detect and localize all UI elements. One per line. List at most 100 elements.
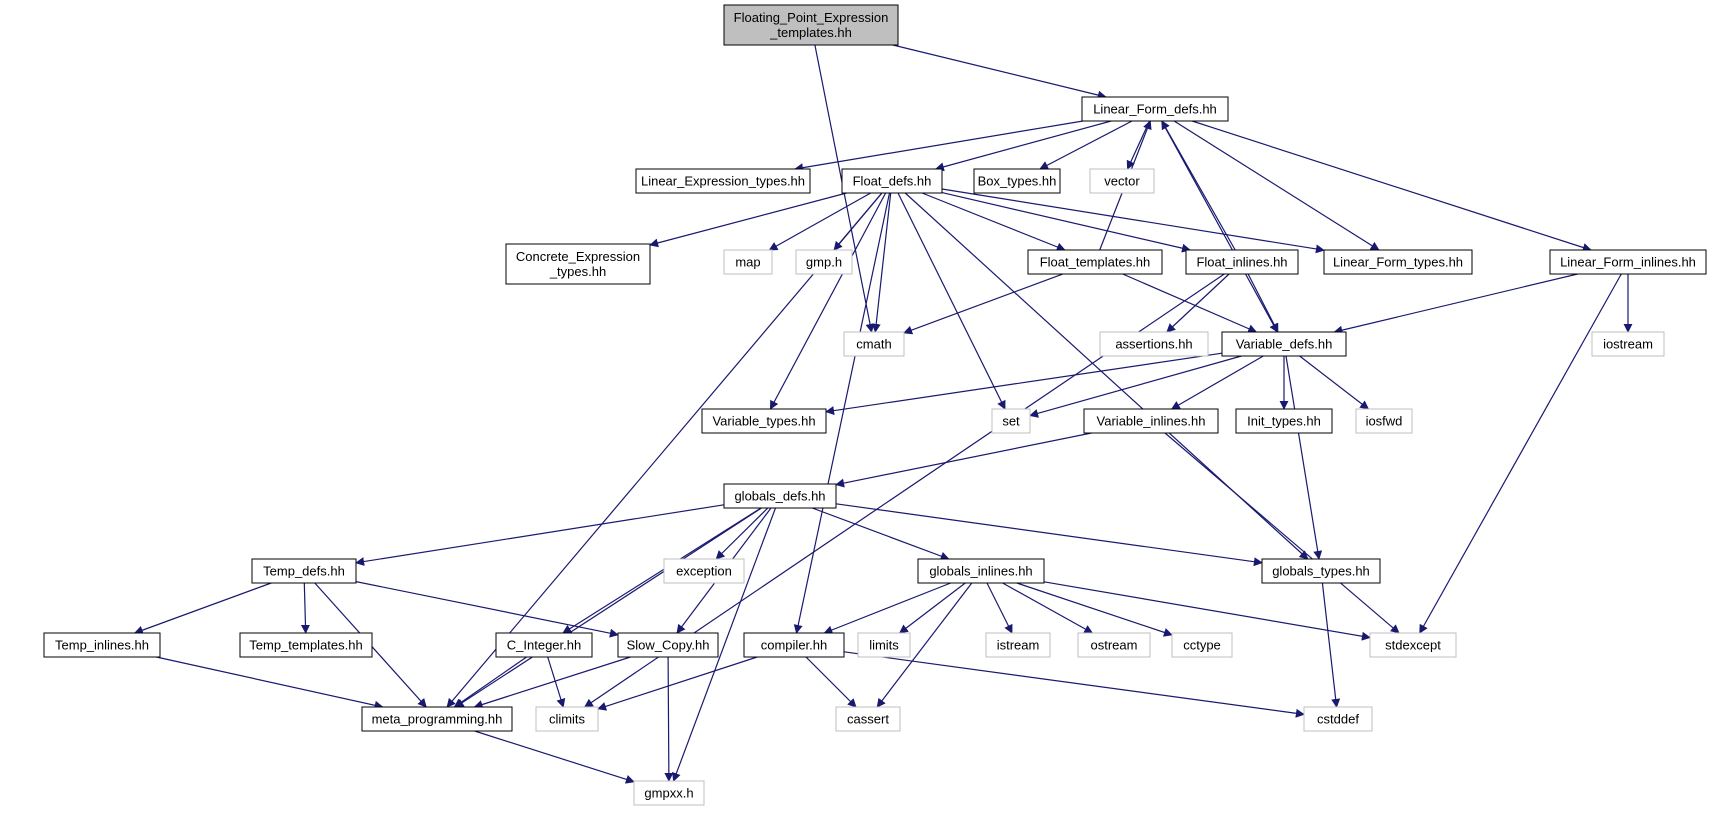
node-bt[interactable]: Box_types.hh [973,168,1061,194]
node-let[interactable]: Linear_Expression_types.hh [635,168,811,194]
node-set: set [991,408,1031,434]
node-it[interactable]: Init_types.hh [1235,408,1333,434]
node-box [495,632,593,658]
node-iosfwd: iosfwd [1355,408,1413,434]
node-cmath: cmath [843,331,905,357]
node-ci[interactable]: C_Integer.hh [495,632,593,658]
node-gmpxx: gmpxx.h [633,780,705,806]
node-ttpl[interactable]: Temp_templates.hh [239,632,373,658]
edge-gi-to-ost [1002,582,1094,634]
node-label: iostream [1603,337,1653,352]
edge-fpet-to-lfd [892,44,1107,100]
edge-fd-to-fi [941,192,1191,253]
edge-lfd-to-vec [1126,120,1151,170]
edges [133,44,1633,784]
node-gt[interactable]: globals_types.hh [1261,558,1381,584]
edge-fd-to-cet [649,192,847,248]
node-gd[interactable]: globals_defs.hh [723,483,837,509]
node-box [239,632,373,658]
node-vd[interactable]: Variable_defs.hh [1221,331,1347,357]
node-gi[interactable]: globals_inlines.hh [917,558,1045,584]
node-clim: climits [535,706,599,732]
node-fd[interactable]: Float_defs.hh [841,168,943,194]
edge-ci-to-mp [453,656,527,708]
node-box [1323,249,1473,275]
node-box [857,632,911,658]
edge-vi-to-gd [835,432,1092,488]
node-box [617,632,719,658]
node-tinl[interactable]: Temp_inlines.hh [43,632,161,658]
edge-gi-to-cct [1016,582,1173,637]
node-label: meta_programming.hh [372,712,503,727]
node-td[interactable]: Temp_defs.hh [251,558,357,584]
edge-gd-to-exc [715,507,769,560]
edge-lfd-to-fd [934,120,1112,172]
node-mp[interactable]: meta_programming.hh [361,706,513,732]
edge-gd-to-gmpxx [672,507,777,782]
node-box [723,249,773,275]
node-box [743,632,845,658]
node-label: Concrete_Expression [516,249,640,264]
edge-lfd-to-bt [1039,120,1133,170]
node-ost: ostream [1077,632,1151,658]
node-cet[interactable]: Concrete_Expression_types.hh [505,243,651,285]
node-iostr: iostream [1591,331,1665,357]
edge-fi-to-vd [1247,273,1279,333]
edge-td-to-sc [355,581,619,638]
node-lft[interactable]: Linear_Form_types.hh [1323,249,1473,275]
edge-lfi-to-stdx [1419,273,1622,634]
node-lfi[interactable]: Linear_Form_inlines.hh [1549,249,1707,275]
node-label: ostream [1091,638,1138,653]
edge-fd-to-mp [446,192,883,708]
node-box [535,706,599,732]
edge-gd-to-gt [835,503,1263,567]
node-vi[interactable]: Variable_inlines.hh [1083,408,1219,434]
node-label: assertions.hh [1115,337,1192,352]
node-box [1355,408,1413,434]
node-label: cmath [856,337,891,352]
node-ft[interactable]: Float_templates.hh [1027,249,1163,275]
edge-fi-to-ass [1166,273,1230,333]
node-label: cstddef [1317,712,1359,727]
node-label: cctype [1183,638,1221,653]
node-label: Init_types.hh [1247,414,1321,429]
edge-gi-to-cass [876,582,973,708]
edge-ft-to-cmath [903,273,1063,335]
node-cstd: cstddef [1303,706,1373,732]
node-box [723,483,837,509]
node-label: Float_defs.hh [853,174,932,189]
edge-td-to-tinl [133,582,272,635]
node-box [1369,632,1457,658]
node-box [991,408,1031,434]
edge-fd-to-map [768,192,871,251]
edge-vd-to-set [1029,355,1242,418]
edge-vd-to-vt [825,352,1223,416]
node-box [795,249,853,275]
node-lfd[interactable]: Linear_Form_defs.hh [1081,96,1229,122]
edge-vi-to-stdx [1164,432,1400,634]
node-label: Temp_inlines.hh [55,638,149,653]
node-box [1235,408,1333,434]
node-cct: cctype [1171,632,1233,658]
node-label: Floating_Point_Expression [734,10,889,25]
node-label: istream [997,638,1040,653]
node-box [505,243,651,285]
edge-fd-to-vt [769,192,887,410]
node-comp[interactable]: compiler.hh [743,632,845,658]
node-box [1591,331,1665,357]
node-sc[interactable]: Slow_Copy.hh [617,632,719,658]
edge-sc-to-mp [473,656,631,709]
node-label: iosfwd [1366,414,1403,429]
node-fpet[interactable]: Floating_Point_Expression_templates.hh [723,4,899,46]
node-label: Float_inlines.hh [1196,255,1287,270]
node-vt[interactable]: Variable_types.hh [701,408,827,434]
edge-sc-to-gmpxx [664,656,674,782]
node-box [251,558,357,584]
node-box [663,558,745,584]
node-label: climits [549,712,586,727]
node-box [43,632,161,658]
edge-gd-to-ci [562,507,762,634]
node-fi[interactable]: Float_inlines.hh [1185,249,1299,275]
edge-fd-to-cmath [871,192,892,333]
node-box [361,706,513,732]
